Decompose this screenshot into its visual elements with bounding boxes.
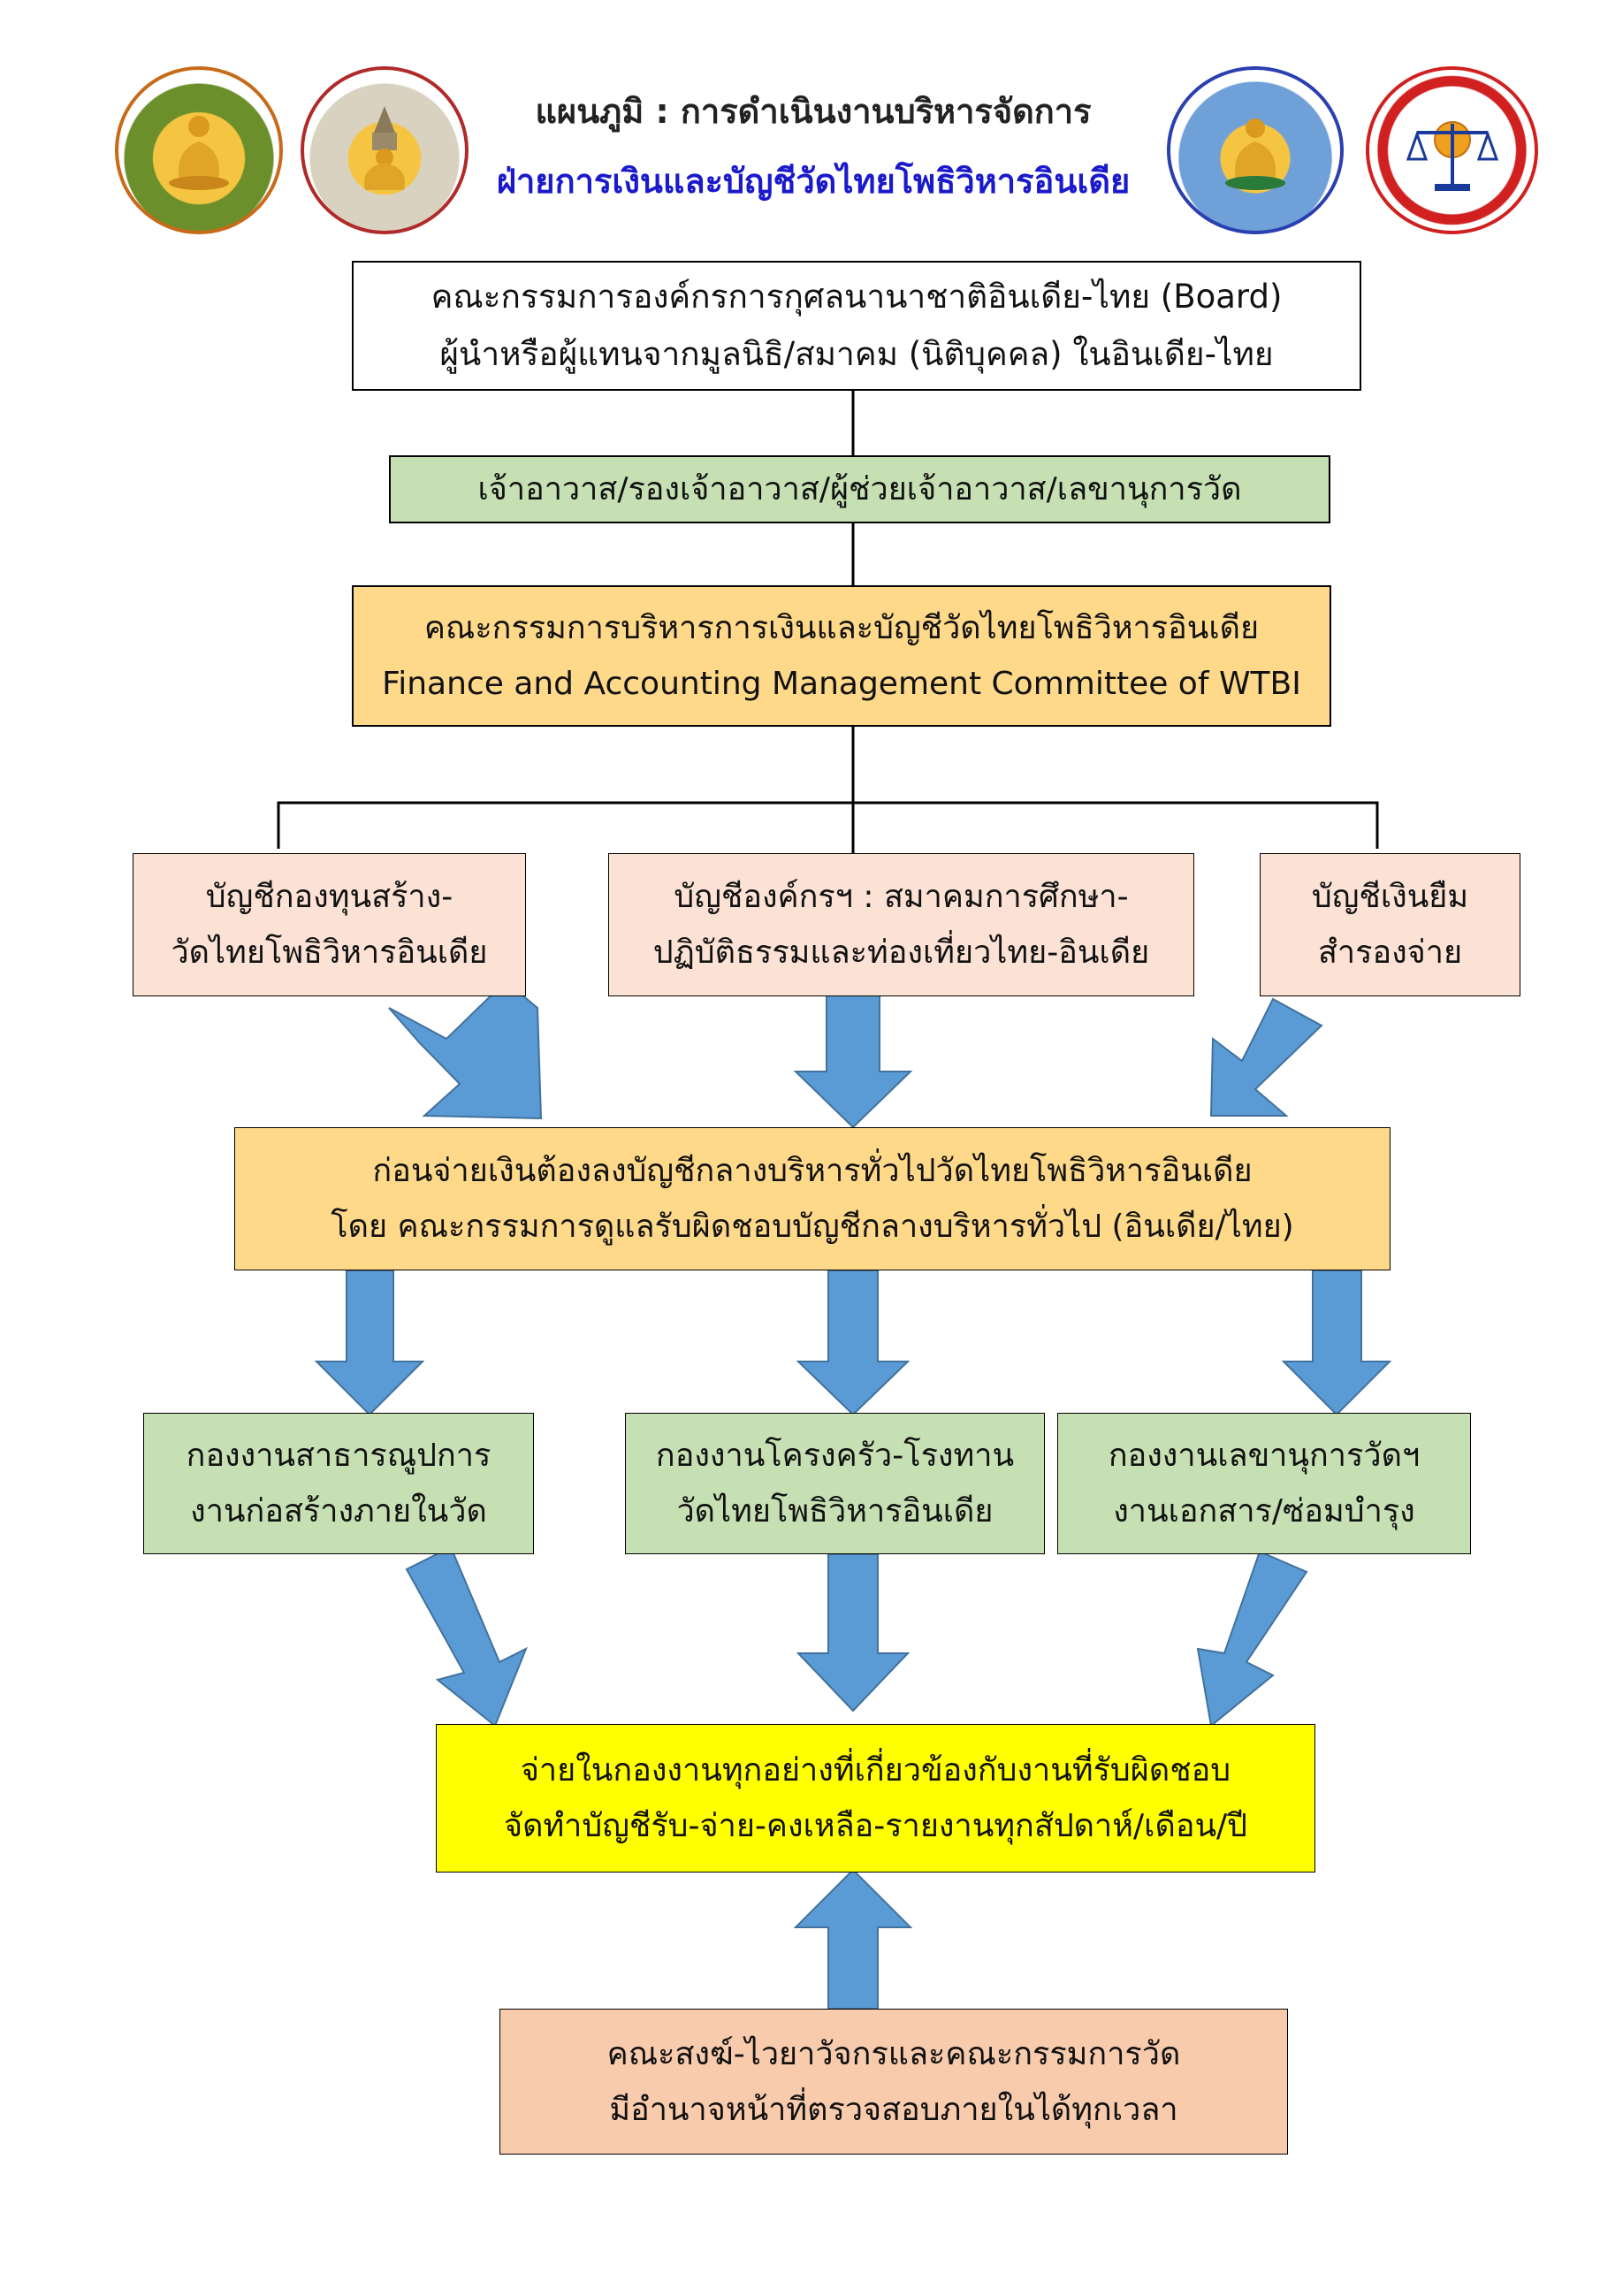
node-abbot: เจ้าอาวาส/รองเจ้าอาวาส/ผู้ช่วยเจ้าอาวาส/… bbox=[389, 455, 1330, 523]
node-account-association-line1: บัญชีองค์กรฯ : สมาคมการศึกษา- bbox=[674, 879, 1129, 915]
title-line-1: แผนภูมิ : การดำเนินงานบริหารจัดการ bbox=[535, 92, 1092, 131]
node-account-loan-line1: บัญชีเงินยืม bbox=[1311, 879, 1469, 915]
node-dept-kitchen-line1: กองงานโครงครัว-โรงทาน bbox=[655, 1438, 1015, 1474]
arrow-central-to-public-works bbox=[314, 1270, 425, 1416]
niti-dhammanasa-association-logo-icon bbox=[1366, 66, 1538, 234]
node-board: คณะกรรมการองค์กรการกุศลนานาชาติอินเดีย-ไ… bbox=[352, 261, 1361, 391]
node-central-account-line2: โดย คณะกรรมการดูแลรับผิดชอบบัญชีกลางบริห… bbox=[331, 1209, 1294, 1245]
node-account-construction: บัญชีกองทุนสร้าง- วัดไทยโพธิวิหารอินเดีย bbox=[133, 853, 526, 996]
arrow-construction-to-central bbox=[388, 980, 543, 1120]
node-finance-committee: คณะกรรมการบริหารการเงินและบัญชีวัดไทยโพธ… bbox=[352, 585, 1331, 727]
node-abbot-line1: เจ้าอาวาส/รองเจ้าอาวาส/ผู้ช่วยเจ้าอาวาส/… bbox=[477, 471, 1242, 507]
node-payment-line2: จัดทำบัญชีรับ-จ่าย-คงเหลือ-รายงานทุกสัปด… bbox=[503, 1808, 1248, 1844]
node-dept-secretary-line1: กองงานเลขานุการวัดฯ bbox=[1108, 1438, 1421, 1474]
node-account-construction-line1: บัญชีกองทุนสร้าง- bbox=[205, 879, 453, 915]
node-board-line1: คณะกรรมการองค์กรการกุศลนานาชาติอินเดีย-ไ… bbox=[431, 277, 1283, 316]
node-payment-line1: จ่ายในกองงานทุกอย่างที่เกี่ยวข้องกับงานท… bbox=[520, 1752, 1231, 1789]
chart-title: แผนภูมิ : การดำเนินงานบริหารจัดการ ฝ่ายก… bbox=[477, 84, 1149, 208]
node-dept-public-works-line1: กองงานสาธารณูปการ bbox=[186, 1438, 491, 1474]
node-account-association: บัญชีองค์กรฯ : สมาคมการศึกษา- ปฏิบัติธรร… bbox=[608, 853, 1194, 996]
node-payment: จ่ายในกองงานทุกอย่างที่เกี่ยวข้องกับงานท… bbox=[436, 1724, 1315, 1873]
arrow-kitchen-to-payment bbox=[796, 1553, 911, 1712]
indo-thai-meditation-centre-logo-icon bbox=[301, 66, 469, 234]
arrow-secretary-to-payment bbox=[1196, 1550, 1308, 1728]
node-finance-committee-line1: คณะกรรมการบริหารการเงินและบัญชีวัดไทยโพธ… bbox=[423, 610, 1260, 646]
node-account-association-line2: ปฏิบัติธรรมและท่องเที่ยวไทย-อินเดีย bbox=[652, 934, 1150, 971]
node-central-account: ก่อนจ่ายเงินต้องลงบัญชีกลางบริหารทั่วไปว… bbox=[234, 1127, 1391, 1270]
node-dept-kitchen-line2: วัดไทยโพธิวิหารอินเดีย bbox=[676, 1493, 994, 1529]
title-line-2: ฝ่ายการเงินและบัญชีวัดไทยโพธิวิหารอินเดี… bbox=[496, 162, 1131, 201]
node-board-line2: ผู้นำหรือผู้แทนจากมูลนิธิ/สมาคม (นิติบุค… bbox=[439, 334, 1274, 373]
arrow-audit-to-payment bbox=[793, 1868, 913, 2010]
arrow-public-works-to-payment bbox=[405, 1545, 528, 1728]
branch-bracket bbox=[277, 801, 1379, 849]
thai-india-association-logo-icon bbox=[1167, 66, 1344, 234]
scales-of-justice-icon bbox=[1406, 121, 1498, 191]
node-dept-kitchen: กองงานโครงครัว-โรงทาน วัดไทยโพธิวิหารอิน… bbox=[625, 1413, 1045, 1554]
node-sangha-audit-line1: คณะสงฆ์-ไวยาวัจกรและคณะกรรมการวัด bbox=[606, 2035, 1181, 2072]
node-sangha-audit-line2: มีอำนาจหน้าที่ตรวจสอบภายในได้ทุกเวลา bbox=[609, 2091, 1178, 2128]
arrow-loan-to-central bbox=[1209, 997, 1323, 1117]
arrow-association-to-central bbox=[793, 994, 913, 1129]
node-dept-secretary-line2: งานเอกสาร/ซ่อมบำรุง bbox=[1113, 1493, 1415, 1529]
node-dept-public-works: กองงานสาธารณูปการ งานก่อสร้างภายในวัด bbox=[143, 1413, 534, 1554]
node-account-loan: บัญชีเงินยืม สำรองจ่าย bbox=[1260, 853, 1520, 996]
node-central-account-line1: ก่อนจ่ายเงินต้องลงบัญชีกลางบริหารทั่วไปว… bbox=[372, 1153, 1253, 1189]
node-dept-public-works-line2: งานก่อสร้างภายในวัด bbox=[190, 1493, 487, 1529]
globe-buddha-icon bbox=[1225, 118, 1285, 190]
arrow-central-to-secretary bbox=[1281, 1270, 1392, 1416]
node-sangha-audit: คณะสงฆ์-ไวยาวัจกรและคณะกรรมการวัด มีอำนา… bbox=[499, 2009, 1288, 2155]
node-account-construction-line2: วัดไทยโพธิวิหารอินเดีย bbox=[171, 934, 488, 971]
wat-thai-bodhivihar-logo-icon bbox=[115, 66, 283, 234]
node-finance-committee-line2: Finance and Accounting Management Commit… bbox=[382, 666, 1301, 702]
temple-buddha-icon bbox=[363, 106, 406, 190]
node-account-loan-line2: สำรองจ่าย bbox=[1317, 934, 1463, 971]
arrow-central-to-kitchen bbox=[796, 1270, 911, 1416]
buddha-statue-icon bbox=[169, 116, 229, 190]
node-dept-secretary: กองงานเลขานุการวัดฯ งานเอกสาร/ซ่อมบำรุง bbox=[1057, 1413, 1471, 1554]
